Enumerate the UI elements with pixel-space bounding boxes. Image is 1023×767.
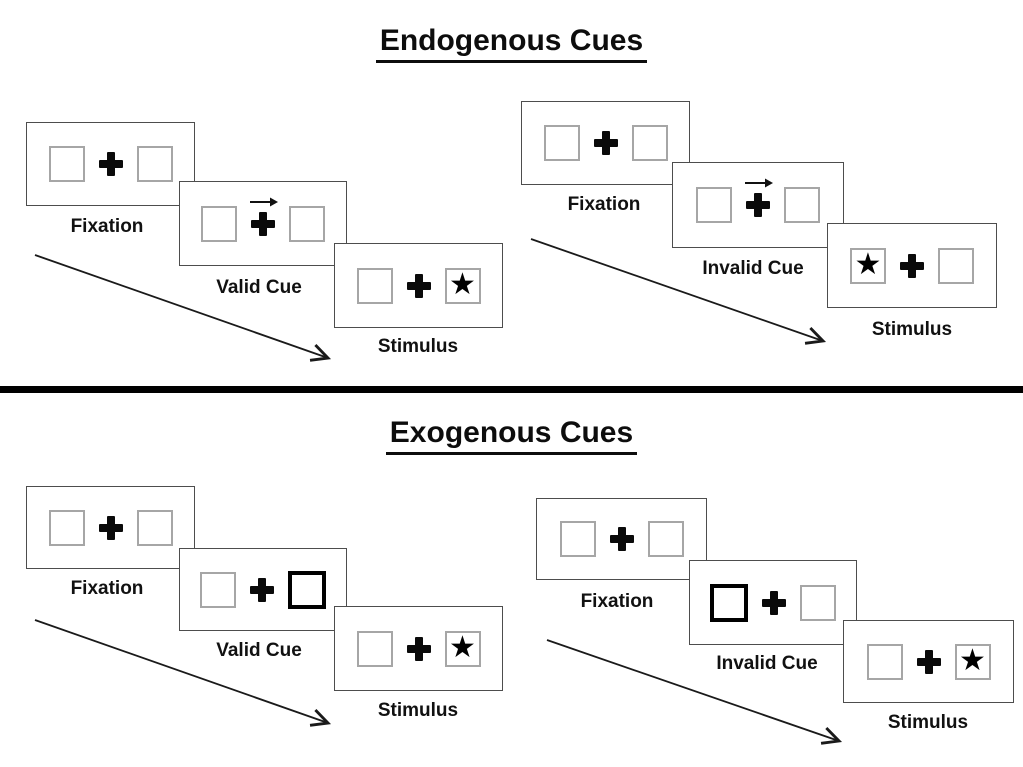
panel-label: Stimulus [887, 712, 969, 733]
panel-label: Fixation [70, 216, 144, 237]
star-stimulus-icon: ★ [449, 266, 476, 302]
central-arrow-cue-icon [745, 178, 773, 188]
right-placeholder-box [136, 146, 173, 182]
star-stimulus-icon: ★ [959, 642, 986, 678]
panel-label: Invalid Cue [702, 258, 804, 279]
fixation-cross-icon [746, 193, 770, 217]
left-placeholder-box [48, 146, 85, 182]
timeline-arrow-endo-invalid [530, 238, 827, 345]
fixation-cross-icon [250, 577, 274, 602]
right-placeholder-box [800, 584, 836, 621]
star-stimulus-icon: ★ [449, 629, 476, 665]
panel-label: Fixation [580, 591, 654, 612]
fixation-cross-icon [98, 152, 123, 176]
star-stimulus-icon: ★ [854, 246, 882, 282]
endo-invalid-stimulus-panel: ★ [827, 223, 997, 308]
right-target-box: ★ [954, 642, 991, 680]
right-placeholder-box [784, 187, 820, 223]
right-placeholder-box [289, 205, 325, 242]
exo-invalid-fixation-panel [536, 498, 707, 580]
endo-valid-fixation-panel [26, 122, 195, 206]
left-placeholder-box [200, 571, 236, 608]
left-placeholder-box [201, 205, 237, 242]
right-brightened-cue-box [288, 570, 326, 609]
exo-valid-stimulus-panel: ★ [334, 606, 503, 691]
endo-invalid-cue-panel [672, 162, 844, 248]
panel-label: Stimulus [377, 700, 459, 721]
exogenous-section-title: Exogenous Cues [0, 416, 1023, 455]
exo-valid-fixation-panel [26, 486, 195, 569]
exo-invalid-stimulus-panel: ★ [843, 620, 1014, 703]
right-placeholder-box [631, 125, 668, 161]
right-target-box: ★ [444, 266, 481, 304]
left-placeholder-box [696, 187, 732, 223]
endo-valid-stimulus-panel: ★ [334, 243, 503, 328]
left-placeholder-box [356, 267, 393, 304]
timeline-arrow-exo-valid [34, 619, 332, 727]
timeline-arrow-endo-valid [34, 254, 332, 362]
right-target-box: ★ [444, 629, 481, 667]
endo-valid-cue-panel [179, 181, 347, 266]
left-placeholder-box [866, 643, 903, 680]
panel-label: Valid Cue [216, 277, 302, 298]
left-placeholder-box [543, 125, 580, 161]
fixation-cross-icon [900, 253, 924, 278]
fixation-cross-icon [593, 131, 618, 155]
left-placeholder-box [559, 521, 596, 557]
left-brightened-cue-box [710, 583, 748, 622]
endogenous-section-title: Endogenous Cues [0, 24, 1023, 63]
right-placeholder-box [938, 247, 974, 284]
panel-label: Stimulus [871, 319, 953, 340]
exo-invalid-cue-panel [689, 560, 857, 645]
fixation-cross-icon [916, 649, 941, 674]
fixation-cross-icon [406, 636, 431, 661]
central-arrow-cue-icon [250, 197, 278, 206]
left-placeholder-box [48, 509, 85, 546]
panel-label: Fixation [567, 194, 641, 215]
panel-label: Stimulus [377, 336, 459, 357]
panel-label: Invalid Cue [716, 653, 818, 674]
section-divider [0, 386, 1023, 393]
left-placeholder-box [356, 630, 393, 667]
exo-valid-cue-panel [179, 548, 347, 631]
left-target-box: ★ [850, 246, 886, 284]
panel-label: Valid Cue [216, 640, 302, 661]
fixation-cross-icon [406, 273, 431, 298]
fixation-cross-icon [762, 590, 786, 615]
endo-invalid-fixation-panel [521, 101, 690, 185]
panel-label: Fixation [70, 578, 144, 599]
right-placeholder-box [136, 509, 173, 546]
fixation-cross-icon [609, 527, 634, 551]
fixation-cross-icon [98, 515, 123, 540]
fixation-cross-icon [251, 211, 275, 236]
right-placeholder-box [647, 521, 684, 557]
